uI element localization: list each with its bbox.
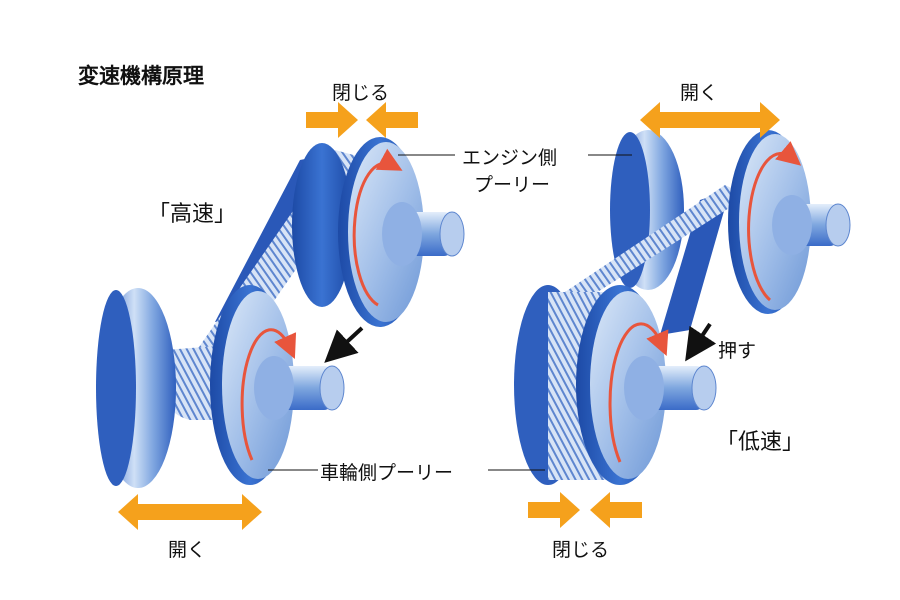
push-arrow-high (324, 326, 364, 363)
engine-pulley-high (292, 137, 465, 327)
rotation-arrow (352, 148, 403, 307)
wheel-pulley-low (514, 285, 717, 485)
engine-pulley-label-line2: プーリー (474, 174, 551, 196)
low-speed-label: 「低速」 (716, 430, 805, 455)
push-arrow-low (685, 322, 717, 362)
low-wheel-close-label: 閉じる (552, 539, 610, 561)
belt-front-strand (565, 185, 748, 300)
push-label: 押す (718, 340, 757, 362)
high-speed-assembly (96, 102, 465, 530)
low-engine-open-label: 開く (680, 82, 719, 104)
diagram-title: 変速機構原理 (78, 64, 204, 88)
engine-pulley-label-line1: エンジン側 (462, 147, 558, 169)
rotation-arrow (608, 322, 669, 463)
low-speed-assembly (488, 102, 851, 528)
open-arrows-wheel-high (118, 494, 262, 530)
wheel-pulley-label: 車輪側プーリー (320, 462, 454, 484)
engine-pulley-low-front (728, 130, 851, 314)
close-arrows-engine-high (306, 102, 418, 138)
belt-back-strand (660, 190, 730, 335)
close-arrows-wheel-low (528, 492, 642, 528)
rotation-arrow (240, 328, 297, 461)
rotation-arrow (747, 141, 802, 302)
open-arrows-engine-low (640, 102, 780, 138)
wheel-pulley-high (96, 285, 345, 488)
high-speed-label: 「高速」 (148, 202, 237, 227)
high-wheel-open-label: 開く (168, 539, 207, 561)
high-engine-close-label: 閉じる (332, 82, 390, 104)
